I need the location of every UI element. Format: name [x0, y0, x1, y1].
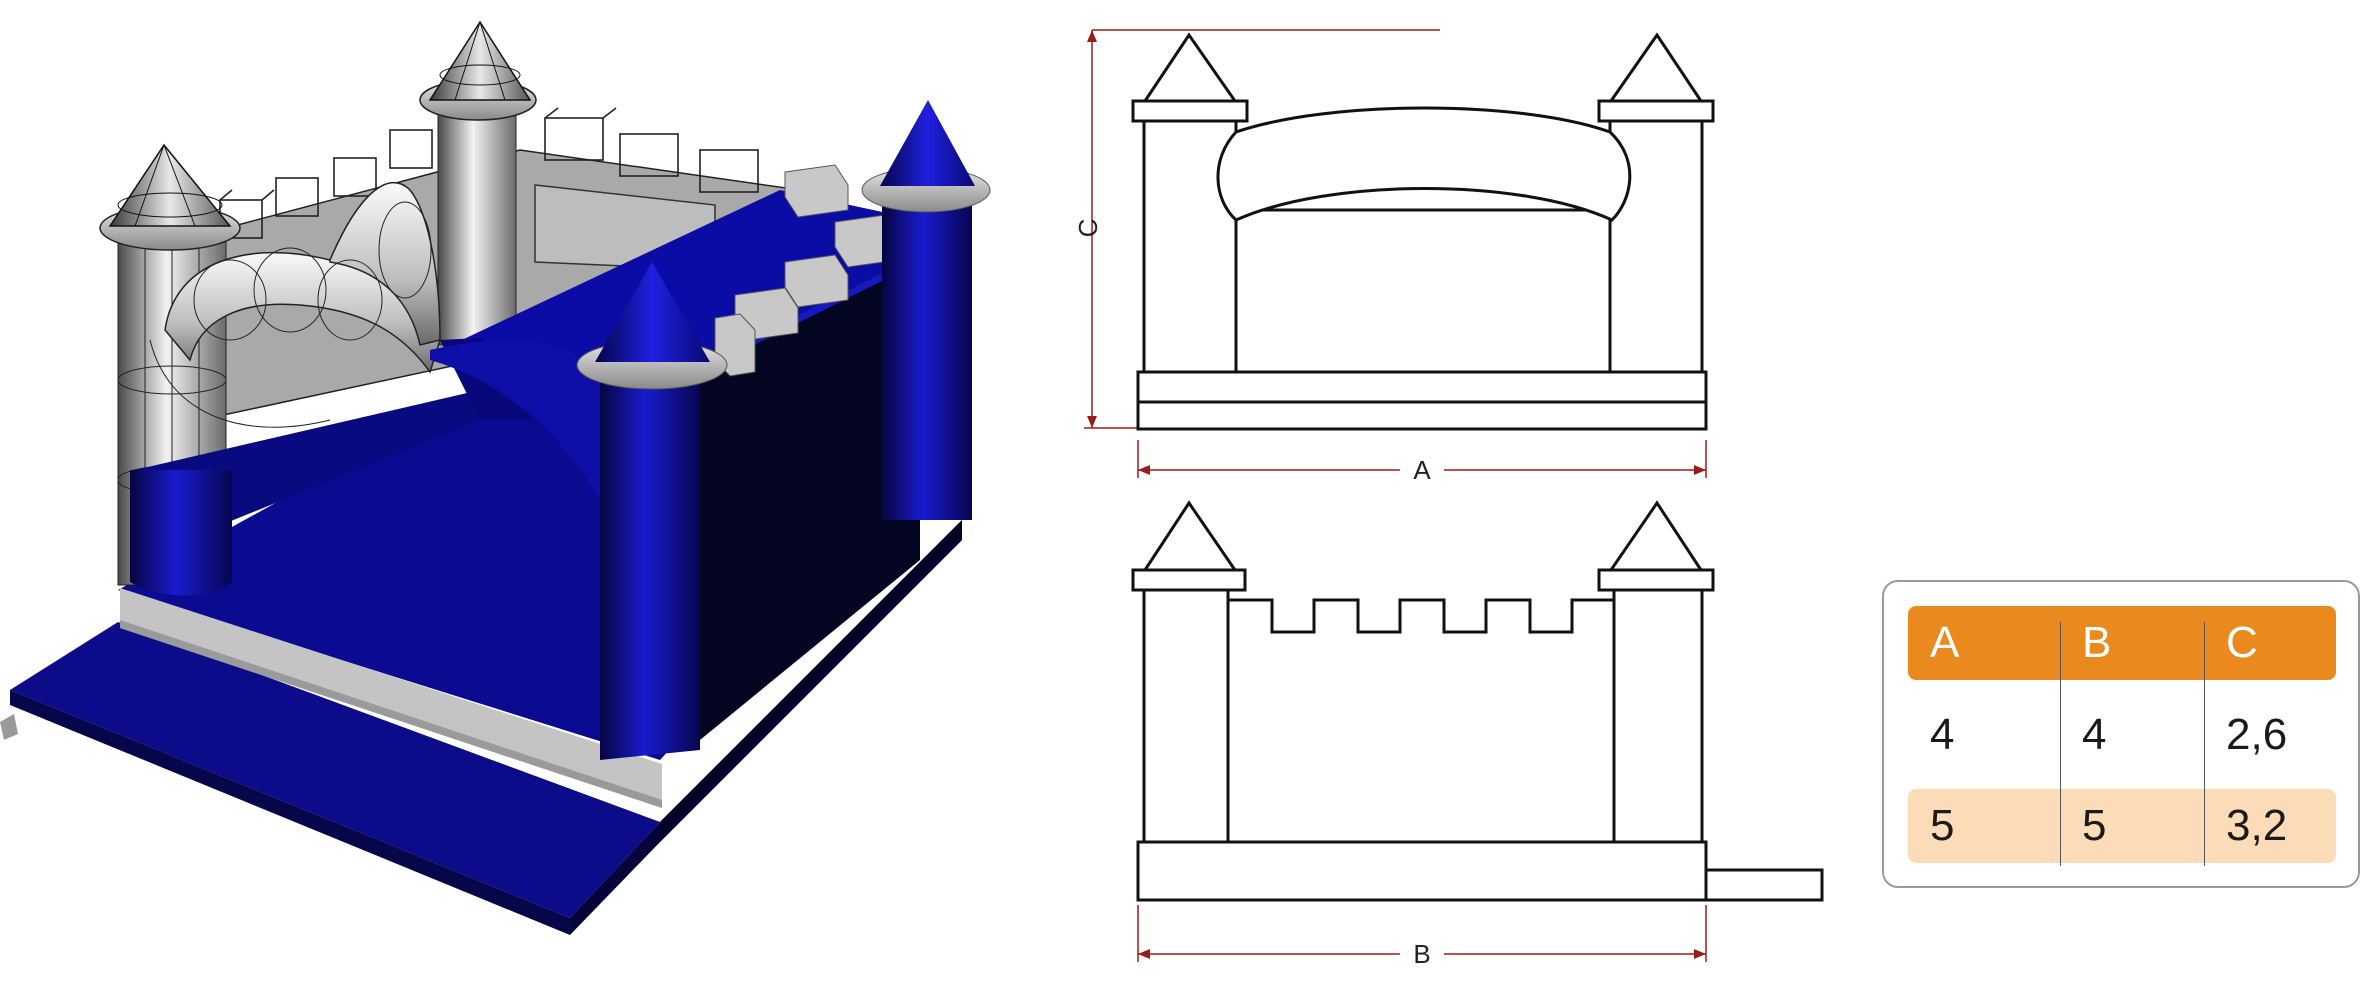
front-base-lower: [1136, 400, 1708, 431]
right-side-wall: [700, 255, 920, 740]
front-base-upper: [1136, 370, 1708, 404]
dimension-a-label: A: [1413, 455, 1431, 485]
tower-front-center-cone: [595, 262, 710, 362]
tower-left-front-base: [130, 470, 232, 596]
header-a: A: [1930, 618, 1960, 667]
tower-left-back-cone: [108, 143, 232, 227]
tower-right-back-cone: [880, 100, 975, 186]
grey-safety-band: [120, 588, 662, 808]
row1-b: 4: [2082, 710, 2107, 759]
slide-hump: [329, 181, 441, 346]
header-c: C: [2226, 618, 2258, 667]
cone-wire-center: [439, 21, 521, 101]
front-left-tower-cap: [1131, 99, 1249, 123]
column-separator-2: [2204, 622, 2205, 866]
dimension-c-line: [1084, 29, 1440, 429]
tower-front-center-flare: [430, 340, 600, 500]
front-left-tower-roof: [1142, 32, 1238, 103]
size-table-header-row: A B C: [1908, 606, 2336, 680]
dimension-c-label: C: [1073, 219, 1103, 238]
side-left-tower: [1142, 588, 1230, 844]
side-slide-ramp: [1704, 868, 1824, 902]
front-right-tower-roof: [1608, 32, 1704, 103]
side-base: [1136, 840, 1708, 902]
tower-front-center: [600, 380, 700, 760]
right-battlements: [714, 164, 899, 377]
base-platform-top: [10, 622, 660, 918]
grey-band-shade: [120, 620, 662, 808]
row2-c: 3,2: [2226, 801, 2288, 850]
front-elevation-drawing: [1084, 29, 1715, 478]
dimension-b-label: B: [1413, 939, 1430, 969]
table-row: 5 5 3,2: [1908, 789, 2336, 863]
slide-wire: [149, 201, 432, 428]
base-platform-front: [10, 690, 570, 935]
tower-center-back: [437, 94, 517, 346]
side-left-tower-roof: [1142, 500, 1238, 572]
front-center-wall: [1234, 208, 1612, 374]
side-right-tower-cap: [1597, 568, 1715, 592]
column-separator-1: [2060, 622, 2061, 866]
front-arch: [1216, 106, 1632, 222]
size-table: A B C 4 4 2,6 5 5 3,2: [1882, 580, 2360, 888]
row2-a: 5: [1930, 801, 1955, 850]
side-elevation-drawing: [1131, 500, 1824, 962]
front-right-tower-cap: [1597, 99, 1715, 123]
side-right-tower: [1612, 588, 1704, 844]
cone-wire-left: [117, 144, 223, 227]
tower-right-back: [882, 200, 972, 520]
side-left-tower-cap: [1131, 568, 1247, 592]
small-grey-tab: [0, 714, 18, 740]
header-b: B: [2082, 618, 2112, 667]
tower-center-back-cone: [428, 20, 532, 101]
right-wall-top: [430, 190, 920, 380]
base-shadow-right: [660, 520, 962, 842]
table-row: 4 4 2,6: [1908, 698, 2336, 772]
row1-a: 4: [1930, 710, 1955, 759]
row1-c: 2,6: [2226, 710, 2288, 759]
row2-b: 5: [2082, 801, 2107, 850]
side-battlement-wall: [1226, 598, 1616, 844]
side-right-tower-roof: [1608, 500, 1704, 572]
dimension-a-line: [1137, 440, 1707, 478]
dimension-b-line: [1137, 905, 1707, 962]
castle-3d-illustration: [0, 20, 991, 935]
